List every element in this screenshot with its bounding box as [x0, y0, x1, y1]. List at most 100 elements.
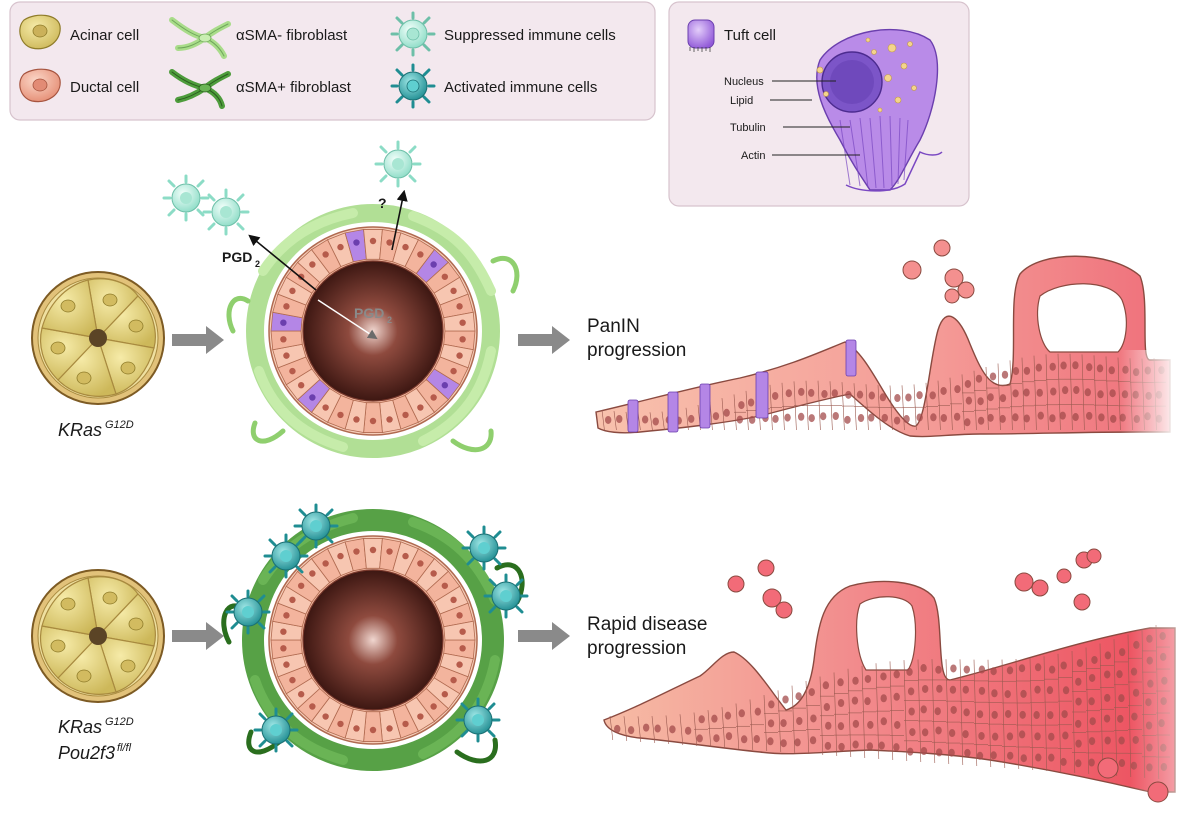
duct-cell-nucleus [450, 596, 457, 604]
legend-activated-immune-label: Activated immune cells [444, 79, 597, 96]
duct-cell-nucleus [459, 628, 466, 635]
legend-acinar-label: Acinar cell [70, 27, 139, 44]
duct-cell-nucleus [402, 720, 409, 728]
tuft-label-lipid: Lipid [730, 95, 753, 107]
duct-cell-nucleus [459, 336, 466, 343]
duct-cell-nucleus [402, 552, 409, 560]
duct-cell-nucleus [456, 612, 463, 619]
duct-cell-nucleus [283, 612, 290, 619]
duct-cell-nucleus [283, 303, 290, 310]
genotype-kras-bottom-sup: G12D [105, 716, 134, 728]
duct-cell-nucleus [297, 382, 305, 389]
duct-cell-nucleus [309, 394, 316, 401]
legend-suppressed-immune-label: Suppressed immune cells [444, 27, 616, 44]
fibroblast-layer-top [226, 204, 520, 458]
acinus-top [31, 271, 165, 405]
activated-immune-cell [225, 589, 271, 635]
duct-cell-nucleus [289, 596, 296, 604]
duct-cell-nucleus [430, 394, 437, 401]
duct-cell-nucleus [417, 251, 424, 258]
duct-cell-nucleus [450, 367, 457, 375]
duct-bottom-epithelium [270, 537, 476, 743]
fibroblast-positive-icon [169, 69, 231, 109]
genotype-kras-top-sup: G12D [105, 419, 134, 431]
duct-top-epithelium [270, 228, 476, 434]
duct-epithelial-cell [363, 711, 383, 742]
legend-fibroblast-neg-label: αSMA- fibroblast [236, 27, 348, 44]
duct-top [226, 204, 520, 458]
activated-immune-cell [461, 525, 507, 571]
duct-cell-nucleus [369, 237, 377, 245]
duct-cell-nucleus [337, 411, 344, 419]
duct-cell-nucleus [297, 691, 305, 698]
duct-cell-nucleus [283, 352, 290, 359]
duct-cell-nucleus [309, 703, 316, 710]
duct-epithelial-cell [363, 538, 383, 569]
duct-cell-nucleus [417, 404, 424, 411]
duct-epithelial-cell [443, 311, 476, 332]
duct-cell-nucleus [353, 416, 360, 423]
outcome-bottom-line2: progression [587, 638, 686, 659]
genotype-kras-top: KRas [58, 420, 102, 440]
duct-cell-nucleus [337, 720, 344, 728]
pgd2-arrow-lumen [317, 299, 378, 340]
genotype-label-top: KRas G12D [58, 419, 134, 440]
pgd2-label-in: PGD [354, 305, 384, 321]
activated-immune-cell [455, 697, 501, 743]
pgd2-label-outside: PGD 2 [222, 249, 260, 269]
activated-immune-cell [293, 503, 339, 549]
duct-cell-nucleus [337, 552, 344, 560]
tuft-label-actin: Actin [741, 150, 765, 162]
duct-cell-nucleus [309, 570, 316, 577]
duct-cell-nucleus [297, 582, 305, 589]
duct-cell-nucleus [353, 548, 360, 555]
activated-immune-cell [483, 573, 529, 619]
duct-cell-nucleus [289, 367, 296, 375]
activated-immune-cell-icon [390, 63, 436, 109]
tuft-cell-panel: Tuft cell Nucleus Lipid Tubulin Actin [668, 1, 970, 207]
genotype-pou2f3-sup: fl/fl [117, 742, 132, 754]
duct-cell-nucleus [386, 239, 393, 246]
activated-immune-cell [263, 533, 309, 579]
duct-cell-nucleus [456, 661, 463, 668]
suppressed-immune-top-1 [162, 174, 210, 222]
duct-cell-nucleus [417, 713, 424, 720]
activated-immune-cell [253, 707, 299, 753]
duct-cell-nucleus [353, 239, 360, 246]
duct-cell-nucleus [369, 546, 377, 554]
duct-epithelial-cell [443, 620, 476, 641]
progression-arrow-bottom-1 [172, 622, 224, 650]
tuft-label-nucleus: Nucleus [724, 76, 764, 88]
pgd2-arrow-out [248, 234, 317, 291]
legend-ductal-label: Ductal cell [70, 79, 139, 96]
legend-fibroblast-pos-label: αSMA+ fibroblast [236, 79, 352, 96]
duct-cell-nucleus [402, 243, 409, 251]
panin-top-nuclei [604, 361, 1165, 427]
ductal-cell-icon [19, 68, 61, 103]
duct-cell-nucleus [459, 645, 466, 652]
genotype-label-bottom: KRas G12D Pou2f3 fl/fl [58, 716, 134, 763]
duct-cell-nucleus [322, 251, 329, 258]
genotype-kras-bottom: KRas [58, 717, 102, 737]
shed-cells-bottom [727, 548, 1169, 803]
duct-cell-nucleus [322, 713, 329, 720]
panin-top-tuft-cells [627, 339, 857, 433]
duct-cell-nucleus [430, 703, 437, 710]
duct-cell-nucleus [450, 676, 457, 684]
duct-cell-nucleus [386, 725, 393, 732]
fibroblast-negative-icon [169, 17, 231, 59]
duct-cell-nucleus [289, 287, 296, 295]
duct-cell-nucleus [430, 261, 437, 268]
acinar-cell-icon [19, 14, 61, 50]
duct-cell-nucleus [456, 352, 463, 359]
pgd2-label-out: PGD [222, 249, 252, 265]
duct-cell-nucleus [322, 404, 329, 411]
pgd2-label-out-sub: 2 [255, 259, 260, 269]
duct-cell-nucleus [353, 725, 360, 732]
duct-cell-nucleus [402, 411, 409, 419]
tuft-callout-lines [770, 80, 860, 156]
duct-cell-nucleus [441, 382, 449, 389]
tuft-cell-icon [687, 19, 715, 52]
tuft-label-tubulin: Tubulin [730, 122, 766, 134]
duct-cell-nucleus [459, 319, 466, 326]
